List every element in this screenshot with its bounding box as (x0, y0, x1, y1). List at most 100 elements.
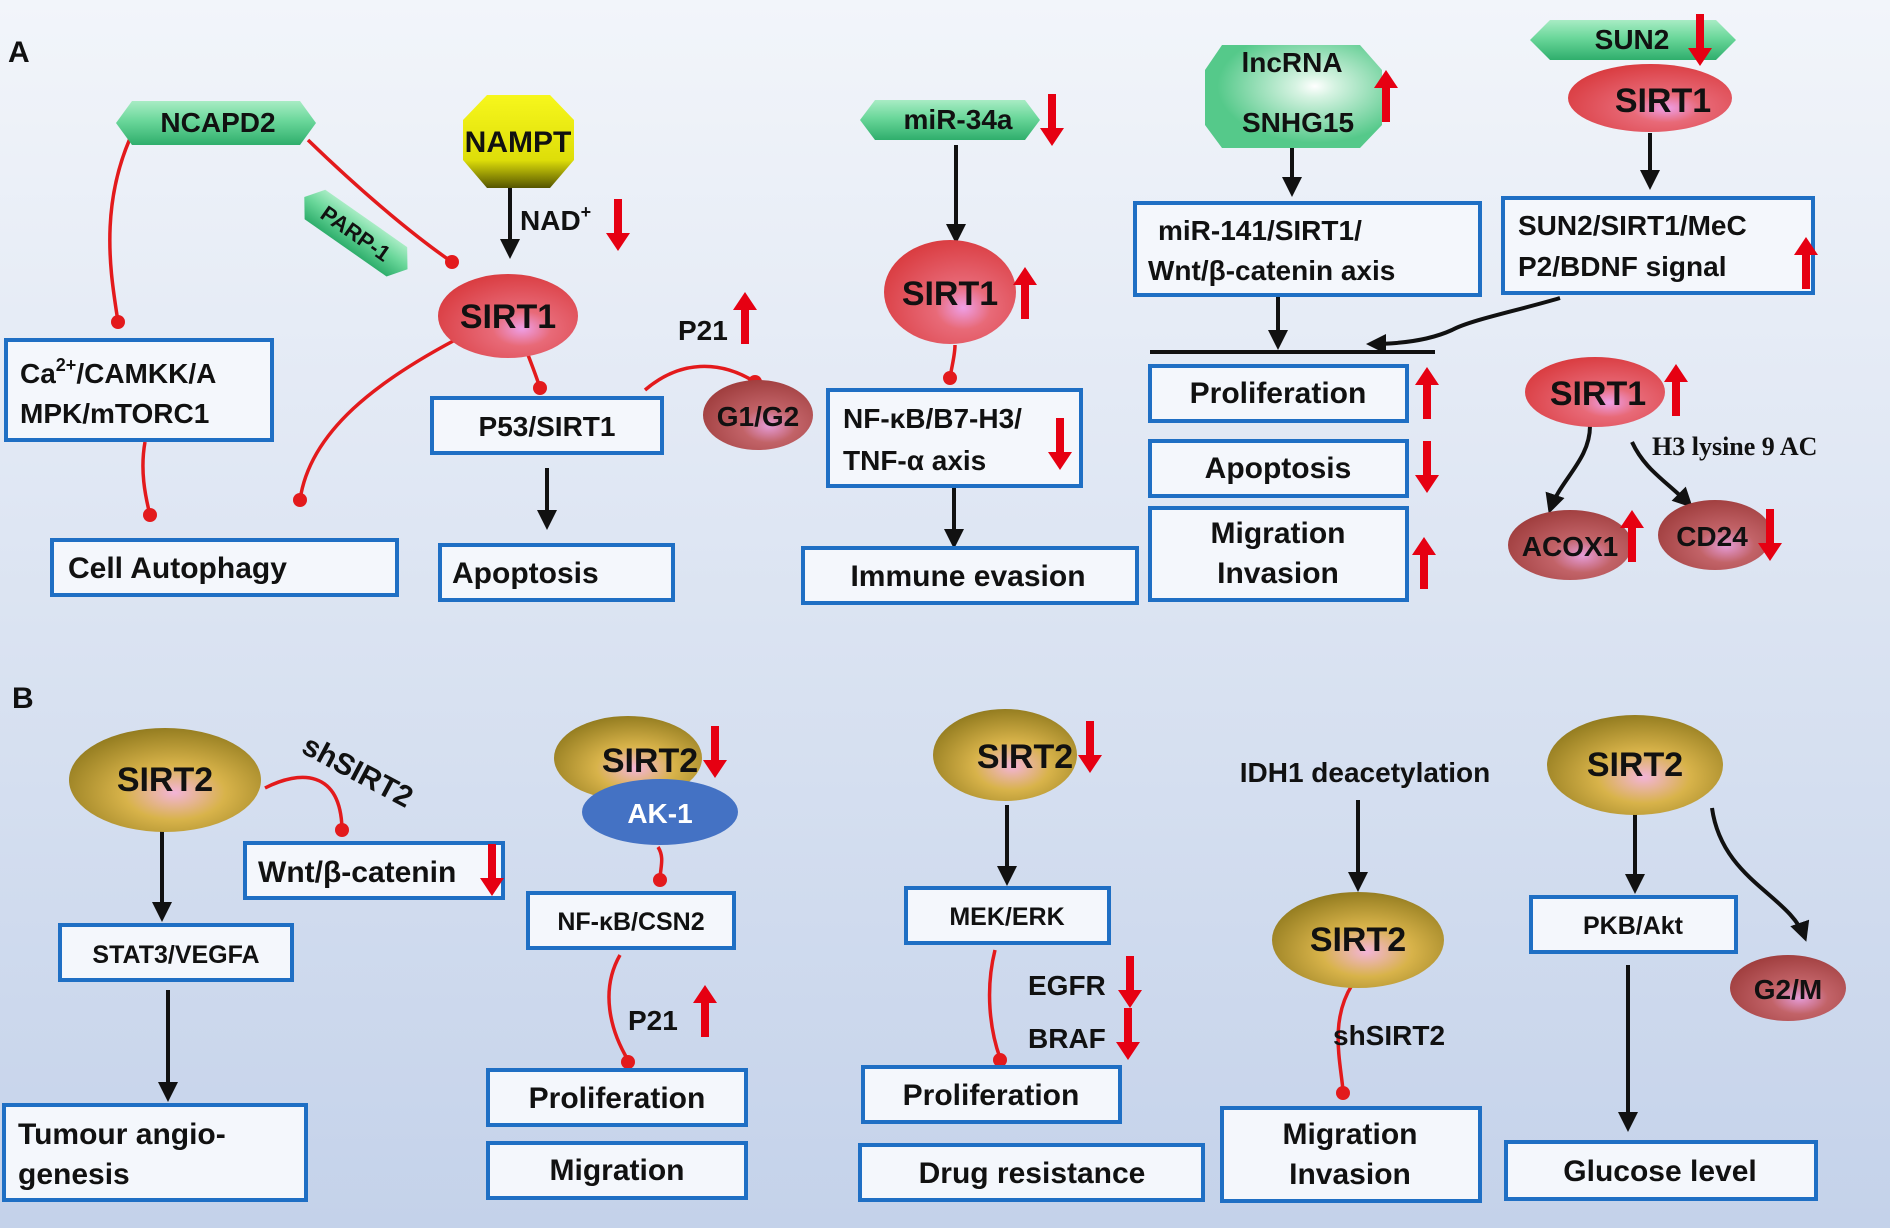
sirt2-label-2: SIRT2 (602, 742, 698, 780)
sirt2-node-3: SIRT2 (933, 709, 1077, 801)
migration-label-b1: Migration (550, 1154, 685, 1187)
apoptosis-label: Apoptosis (452, 557, 599, 590)
panel-label-b: B (12, 682, 34, 715)
migration-label-b2: Migration (1283, 1118, 1418, 1151)
nfkb-b7h3-box: NF-κB/B7-H3/ TNF-α axis (826, 388, 1083, 488)
migration-box-b1: Migration (486, 1141, 748, 1200)
stat3-box: STAT3/VEGFA (58, 923, 294, 982)
immune-evasion-box: Immune evasion (801, 546, 1139, 605)
proliferation-label-b1: Proliferation (529, 1082, 706, 1115)
cell-autophagy-box: Cell Autophagy (50, 538, 399, 597)
sirt2-node-1: SIRT2 (69, 728, 261, 832)
g2m-node: G2/M (1730, 955, 1846, 1021)
idh1-label: IDH1 deacetylation (1240, 757, 1491, 788)
mir141-line2: Wnt/β-catenin axis (1148, 255, 1395, 286)
sirt2-node-5: SIRT2 (1547, 715, 1723, 815)
nfkb-b7h3-line1: NF-κB/B7-H3/ (843, 403, 1022, 434)
sun2-signal-line1: SUN2/SIRT1/MeC (1518, 210, 1747, 241)
p53-sirt1-label: P53/SIRT1 (479, 411, 616, 442)
h3-label: H3 lysine 9 AC (1652, 432, 1817, 461)
nfkb-b7h3-line2: TNF-α axis (843, 445, 986, 476)
p53-sirt1-box: P53/SIRT1 (430, 396, 664, 455)
proliferation-box-b1: Proliferation (486, 1068, 748, 1127)
proliferation-label-b2: Proliferation (903, 1079, 1080, 1112)
nad-label: NAD+ (520, 202, 591, 236)
stat3-label: STAT3/VEGFA (92, 941, 259, 969)
sirt1-node-2: SIRT1 (884, 240, 1016, 344)
ak1-node: AK-1 (582, 779, 738, 845)
lncrna-label-2: SNHG15 (1242, 107, 1354, 138)
sirt1-label: SIRT1 (460, 298, 556, 336)
connectors-b (152, 775, 1810, 1132)
apoptosis-label-a2: Apoptosis (1205, 452, 1352, 485)
camkk-line1: Ca2+/CAMKK/A (20, 355, 216, 389)
sirt1-node-4: SIRT1 (1525, 357, 1665, 427)
immune-evasion-label: Immune evasion (850, 560, 1085, 593)
ncapd2-label: NCAPD2 (160, 107, 275, 138)
invasion-label-b2: Invasion (1289, 1158, 1411, 1191)
tumour-angiogenesis-box: Tumour angio- genesis (2, 1103, 308, 1202)
p21-label: P21 (678, 315, 728, 346)
mir34a-node: miR-34a (860, 100, 1040, 140)
cd24-node: CD24 (1658, 500, 1772, 570)
sirt2-node-4: SIRT2 (1272, 892, 1444, 988)
acox1-label: ACOX1 (1522, 531, 1618, 562)
sirt2-label-3: SIRT2 (977, 738, 1073, 776)
mir141-axis-box: miR-141/SIRT1/ Wnt/β-catenin axis (1133, 201, 1482, 297)
proliferation-box-a: Proliferation (1148, 364, 1409, 423)
wnt-label: Wnt/β-catenin (258, 856, 456, 889)
apoptosis-box: Apoptosis (438, 543, 675, 602)
proliferation-box-b2: Proliferation (861, 1065, 1122, 1124)
camkk-line2: MPK/mTORC1 (20, 398, 209, 429)
panel-label-a: A (8, 36, 30, 69)
sirt2-label-5: SIRT2 (1587, 746, 1683, 784)
sun2-signal-line2: P2/BDNF signal (1518, 251, 1726, 282)
egfr-label: EGFR (1028, 970, 1106, 1001)
cd24-label: CD24 (1676, 521, 1748, 552)
sun2-node: SUN2 (1530, 20, 1736, 60)
acox1-node: ACOX1 (1508, 510, 1632, 580)
lncrna-label-1: lncRNA (1241, 47, 1342, 78)
sun2-label: SUN2 (1595, 24, 1670, 55)
g1g2-node: G1/G2 (703, 380, 813, 450)
tumour-line1: Tumour angio- (18, 1118, 226, 1151)
invasion-label-a: Invasion (1217, 557, 1339, 590)
sirt1-node-3: SIRT1 (1568, 64, 1732, 132)
lncrna-node: lncRNA SNHG15 (1205, 45, 1382, 148)
nampt-node: NAMPT (463, 95, 574, 188)
mek-erk-label: MEK/ERK (949, 903, 1064, 931)
drug-resistance-box: Drug resistance (858, 1143, 1205, 1202)
g2m-label: G2/M (1754, 974, 1822, 1005)
sirt2-label-4: SIRT2 (1310, 921, 1406, 959)
glucose-level-box: Glucose level (1504, 1140, 1818, 1201)
sirt1-label-4: SIRT1 (1550, 375, 1646, 413)
sirt2-label-1: SIRT2 (117, 761, 213, 799)
glucose-level-label: Glucose level (1563, 1155, 1756, 1188)
drug-resistance-label: Drug resistance (919, 1157, 1146, 1190)
pkb-akt-label: PKB/Akt (1583, 912, 1684, 940)
nfkb-csn2-box: NF-κB/CSN2 (526, 891, 736, 950)
mir34a-label: miR-34a (904, 104, 1013, 135)
migration-invasion-box-a: Migration Invasion (1148, 506, 1409, 602)
braf-label: BRAF (1028, 1023, 1106, 1054)
mek-erk-box: MEK/ERK (904, 886, 1111, 945)
ncapd2-node: NCAPD2 (116, 101, 316, 145)
sun2-signal-box: SUN2/SIRT1/MeC P2/BDNF signal (1501, 196, 1815, 295)
tumour-line2: genesis (18, 1158, 130, 1191)
apoptosis-box-a2: Apoptosis (1148, 439, 1409, 498)
sirt1-node-main: SIRT1 (438, 274, 578, 358)
sirt1-label-3: SIRT1 (1615, 82, 1711, 120)
sirt1-label-2: SIRT1 (902, 275, 998, 313)
ak1-label: AK-1 (627, 798, 692, 829)
sirt2-node-2: SIRT2 (554, 716, 702, 800)
nfkb-csn2-label: NF-κB/CSN2 (557, 908, 704, 936)
p21-label-b: P21 (628, 1005, 678, 1036)
shsirt2-label-2: shSIRT2 (1333, 1020, 1445, 1051)
cell-autophagy-label: Cell Autophagy (68, 552, 287, 585)
camkk-box: Ca2+/CAMKK/A MPK/mTORC1 (4, 338, 274, 442)
migration-label-a: Migration (1211, 517, 1346, 550)
proliferation-label-a: Proliferation (1190, 377, 1367, 410)
connectors-a (108, 117, 1693, 549)
